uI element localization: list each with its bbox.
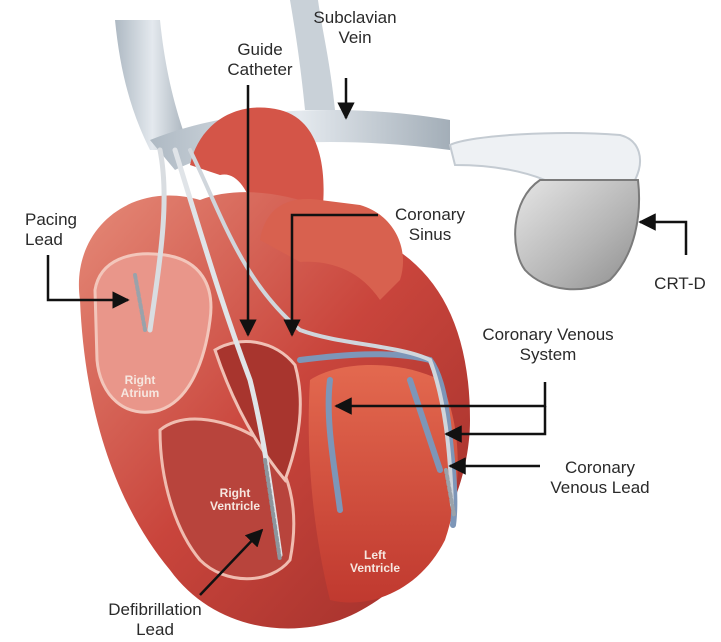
label-guide-catheter-line2: Catheter xyxy=(210,60,310,80)
label-pacing-lead-line2: Lead xyxy=(25,230,105,250)
label-right-ventricle: Right Ventricle xyxy=(195,487,275,513)
label-coronary-venous-system: Coronary Venous System xyxy=(458,325,638,365)
label-subclavian-vein-line2: Vein xyxy=(300,28,410,48)
label-coronary-venous-lead: Coronary Venous Lead xyxy=(525,458,675,498)
label-subclavian-vein: Subclavian Vein xyxy=(300,8,410,48)
label-defibrillation-lead: Defibrillation Lead xyxy=(90,600,220,640)
label-crt-d: CRT-D xyxy=(640,274,720,294)
label-left-ventricle: Left Ventricle xyxy=(335,549,415,575)
label-subclavian-vein-line1: Subclavian xyxy=(300,8,410,28)
label-coronary-sinus-line2: Sinus xyxy=(380,225,480,245)
label-cvl-line1: Coronary xyxy=(525,458,675,478)
label-defib-line2: Lead xyxy=(90,620,220,640)
label-coronary-sinus: Coronary Sinus xyxy=(380,205,480,245)
label-guide-catheter-line1: Guide xyxy=(210,40,310,60)
label-pacing-lead-line1: Pacing xyxy=(25,210,105,230)
label-cvl-line2: Venous Lead xyxy=(525,478,675,498)
label-rv-line2: Ventricle xyxy=(195,500,275,513)
label-pacing-lead: Pacing Lead xyxy=(25,210,105,250)
label-cvs-line1: Coronary Venous xyxy=(458,325,638,345)
label-cvs-line2: System xyxy=(458,345,638,365)
label-ra-line2: Atrium xyxy=(110,387,170,400)
label-defib-line1: Defibrillation xyxy=(90,600,220,620)
label-crt-d-text: CRT-D xyxy=(640,274,720,294)
label-right-atrium: Right Atrium xyxy=(110,374,170,400)
label-guide-catheter: Guide Catheter xyxy=(210,40,310,80)
label-coronary-sinus-line1: Coronary xyxy=(380,205,480,225)
arrow-crt-d xyxy=(640,222,686,255)
label-lv-line2: Ventricle xyxy=(335,562,415,575)
